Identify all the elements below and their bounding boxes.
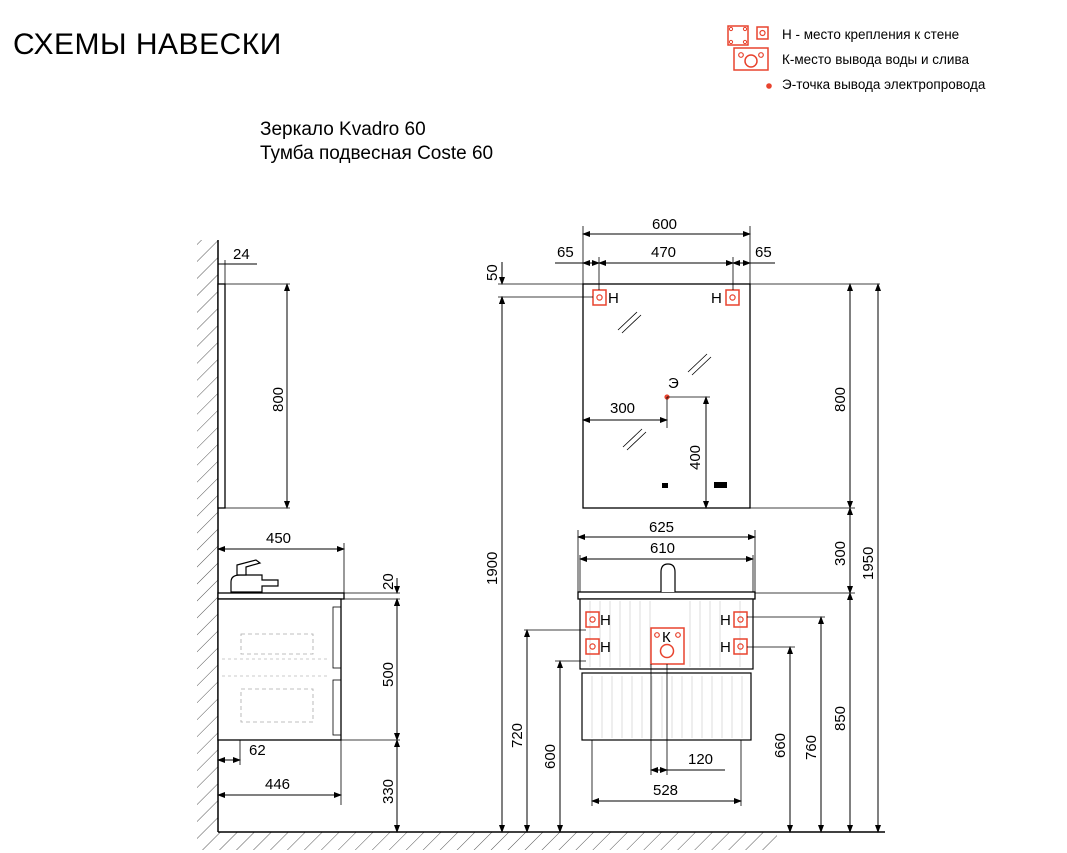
legend-water-label: К-место вывода воды и слива [782,52,969,67]
mount-label: Н [608,290,619,307]
dim-760: 760 [803,735,820,760]
mount-label: Н [600,612,611,629]
dim-300-elec: 300 [610,400,635,417]
side-mirror-height-dim: 800 [270,283,290,509]
dim-300-gap: 300 [832,541,849,566]
dim-625: 625 [649,519,674,536]
dim-720: 720 [509,723,526,748]
dim-330: 330 [380,779,397,804]
side-height-dims: 20 500 330 [341,573,400,833]
mount-label: Н [720,612,731,629]
water-outlet: К [650,627,685,665]
front-cabinet [577,563,756,741]
mount-label: Н [711,290,722,307]
dim-24: 24 [233,246,250,263]
dim-65-right: 65 [755,244,772,261]
dim-65-left: 65 [557,244,574,261]
dim-800-side: 800 [270,387,287,412]
page-title: СХЕМЫ НАВЕСКИ [13,28,282,61]
dim-600-cab: 600 [542,744,559,769]
legend-electric-label: Э-точка вывода электропровода [782,77,986,92]
cabinet-mount-ll: Н [585,638,611,656]
dim-1950: 1950 [860,547,877,580]
dim-600: 600 [652,216,677,233]
mirror-model-label: Зеркало Kvadro 60 [260,119,426,140]
front-bottom-dims: 120 528 [591,664,742,806]
dim-1900: 1900 [484,552,501,585]
cabinet-model-label: Тумба подвесная Coste 60 [260,143,494,164]
dim-660: 660 [772,733,789,758]
dim-120: 120 [688,751,713,768]
dim-850: 850 [832,706,849,731]
front-top-width-dims: 625 610 [577,519,756,592]
dim-50: 50 [484,264,501,281]
legend-water-icon [733,47,769,71]
dim-528: 528 [653,782,678,799]
front-mount-top-dim: 50 [484,262,593,318]
side-mirror-depth-dim: 24 [218,246,257,265]
front-electric-dims: 300 400 [582,396,710,509]
dim-450: 450 [266,530,291,547]
legend-mount-icon [727,25,769,46]
water-label: К [662,629,671,646]
front-right-dims: 800 300 850 1950 [750,283,881,833]
dim-500: 500 [380,662,397,687]
cabinet-mount-ul: Н [585,611,611,629]
front-mirror-width-dims: 600 65 470 65 [555,216,775,290]
side-top-depth-dim: 450 [217,530,345,593]
legend-electric-icon [766,83,772,89]
dim-446: 446 [265,776,290,793]
front-total-height-dim: 1900 [484,296,505,833]
dim-62: 62 [249,742,266,759]
mirror-mount-left: Н [592,289,619,307]
dim-800-front: 800 [832,387,849,412]
side-cabinet [217,598,342,741]
cabinet-mount-ur: Н [720,611,748,629]
mirror-mount-right: Н [711,289,740,307]
side-countertop [217,559,345,600]
cabinet-mount-lr: Н [720,638,748,656]
legend-mount-label: Н - место крепления к стене [782,27,960,42]
dim-610: 610 [650,540,675,557]
dim-20: 20 [380,573,397,590]
side-mirror [217,260,290,509]
electric-label: Э [668,375,679,392]
mount-label: Н [600,639,611,656]
floor [197,831,885,850]
front-cabinet-height-dims: 720 600 760 660 [509,616,825,833]
mount-label: Н [720,639,731,656]
side-bottom-dims: 62 446 [217,740,342,805]
dim-470: 470 [651,244,676,261]
dim-400: 400 [687,445,704,470]
wall [197,240,219,832]
